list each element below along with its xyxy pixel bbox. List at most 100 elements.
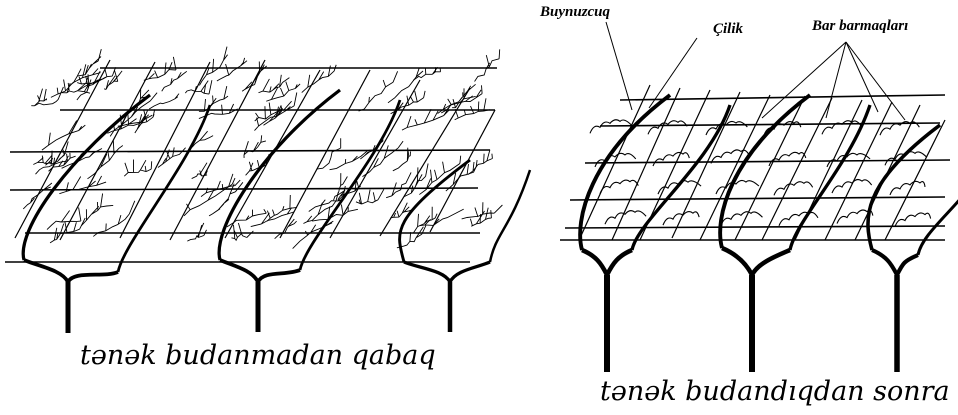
cilik-pointer [648,37,698,109]
vine-shoot [157,147,186,168]
vine-arm [871,248,899,276]
vine-shoot [419,208,464,227]
trellis-wire [599,122,941,127]
trellis-post [169,59,266,241]
vine-shoot [191,162,208,179]
fruiting-cane [705,120,748,136]
vine-shoot [254,92,298,131]
vine-shoot [362,140,404,177]
vine-shoot [61,148,103,169]
vine-cordon [116,104,212,273]
fruiting-cane [778,211,819,227]
fruiting-cane [662,210,700,226]
vine-shoot [48,152,76,172]
vine-shoot [403,163,429,198]
trellis-post [671,91,741,239]
vine-cordon [398,158,471,263]
vine-shoot [31,88,47,107]
vine-shoot [184,80,213,95]
vine-shoot [413,206,438,234]
vine-arm [604,247,633,277]
vine-before-pruning [5,46,532,333]
trellis-post [884,119,946,241]
vine-shoot [49,217,86,244]
vine-shoot [46,207,82,230]
vine-shoot [241,61,267,92]
fruiting-cane [826,152,871,168]
vine-shoot [59,175,107,195]
vine-shoot [396,225,427,249]
vine-shoot [103,69,123,90]
fruiting-cane [710,149,750,164]
fruiting-cane [879,121,920,136]
trellis-post [14,59,111,239]
fruiting-cane [768,151,807,167]
vine-shoot [317,138,342,170]
vine-shoot [107,111,146,134]
vine-shoot [245,153,270,176]
trellis-wire [584,159,951,164]
vine-arm [749,247,791,277]
vine-arm [66,270,119,284]
caption-after-pruning: tənək budandıqdan sonra [600,376,950,407]
vine-shoot [474,49,501,82]
vine-shoot [412,66,441,81]
fruiting-cane [889,180,926,196]
vine-shoot [337,179,361,201]
vine-shoot [61,82,91,94]
trellis-post [761,97,833,241]
fruiting-cane [821,120,862,135]
vine-cordon [630,104,732,251]
vine-shoot [35,153,68,175]
vine-shoot [360,139,384,160]
fruiting-cane [836,209,874,224]
vine-cordon [788,104,872,251]
vine-shoot [183,177,236,217]
vine-shoot [41,120,86,151]
vine-shoot [34,86,64,107]
vine-shoot [45,141,69,166]
fruiting-cane [715,179,760,195]
vine-shoot [231,222,254,242]
vine-arm [256,268,301,284]
fruiting-cane [599,179,639,194]
trellis-wire [569,196,946,201]
vine-shoot [401,106,450,131]
vine-arm [23,258,70,284]
vine-shoot [355,188,385,205]
vine-shoot [243,135,267,158]
buynuzcuq-pointer [605,21,633,111]
bar-barmaqlari-pointer-3 [845,41,879,113]
vine-after-pruning [560,84,958,372]
vine-shoot [386,172,412,199]
vine-cordon [298,99,402,271]
vine-shoot [266,81,301,102]
vine-shoot [70,48,102,86]
vine-arm [448,260,491,283]
fruiting-cane [647,120,688,135]
vine-shoot [199,46,228,86]
fruiting-cane [773,181,814,196]
vine-arm [895,253,919,276]
vine-arm [581,247,610,277]
vine-shoot [387,67,424,104]
label-cilik: Çilik [713,21,744,37]
vine-shoot [226,209,267,228]
caption-before-pruning: tənək budanmadan qabaq [80,340,436,371]
fruiting-cane [589,119,633,134]
trellis-post [611,87,681,241]
vine-shoot [454,98,490,121]
trellis-post [379,87,471,237]
vine-shoot [131,89,151,109]
vine-shoot [198,103,238,120]
vine-shoot [419,155,462,195]
fruiting-cane [604,210,647,225]
vine-shoot [461,202,503,220]
vine-arm [403,260,452,283]
vine-cordon [488,169,532,263]
vine-shoot [445,160,478,192]
vine-shoot [452,85,483,109]
trellis-post [429,109,496,233]
vine-shoot [134,109,156,134]
vine-shoot [329,145,376,171]
